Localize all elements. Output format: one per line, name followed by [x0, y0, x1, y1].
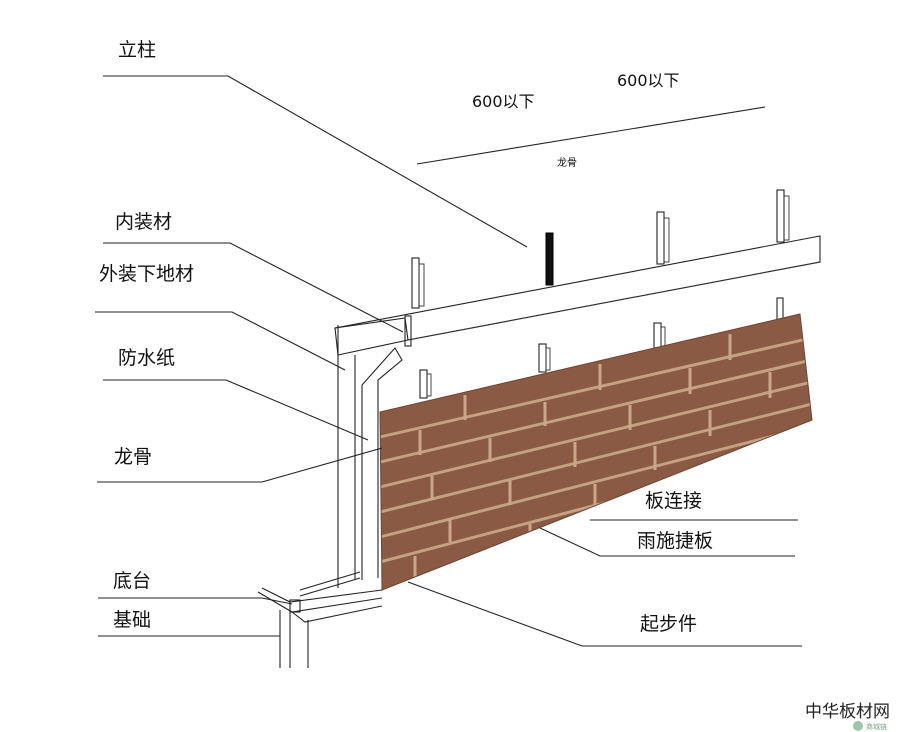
label-spacing-2: 600以下: [617, 71, 680, 90]
label-waterproof-paper: 防水纸: [118, 347, 175, 369]
leader-lines: [95, 75, 802, 647]
furring-strip: [776, 297, 784, 321]
furring-strip: [653, 322, 666, 350]
leader-interior: [103, 242, 404, 333]
label-interior: 内装材: [115, 211, 172, 233]
label-exterior-base: 外装下地材: [99, 263, 194, 285]
label-base-platform: 底台: [113, 570, 151, 592]
stud-post: [411, 257, 425, 309]
stud-post: [656, 211, 670, 265]
leader-exterior-base: [95, 311, 346, 371]
watermark-badge-icon: [853, 721, 863, 731]
spacing-dimension-line: [416, 106, 766, 165]
stud-post: [776, 189, 790, 243]
watermark-badge: 商城链: [866, 722, 887, 731]
watermark: 中华板材网 商城链: [805, 702, 890, 731]
leader-stud: [103, 75, 528, 248]
leader-starter: [407, 581, 802, 647]
starter-and-base: [257, 571, 383, 668]
label-stud: 立柱: [118, 39, 156, 61]
furring-strip: [538, 343, 551, 373]
leader-keel: [97, 447, 383, 483]
upper-studs: [404, 189, 790, 347]
furring-strip: [419, 369, 432, 399]
label-panel-joint: 板连接: [645, 490, 702, 512]
label-starter-piece: 起步件: [640, 613, 697, 635]
label-rain-flashing: 雨施捷板: [637, 530, 713, 552]
waterproof-paper: [361, 347, 403, 580]
watermark-text: 中华板材网: [805, 702, 890, 722]
leader-rain-flashing: [539, 527, 795, 557]
label-spacing-1: 600以下: [472, 92, 535, 111]
stud-post: [545, 232, 554, 286]
brick-siding-panel: [379, 313, 813, 591]
stud-post: [404, 315, 412, 347]
leader-waterproof-paper: [103, 379, 369, 441]
label-keel-top: 龙骨: [557, 156, 577, 169]
label-foundation: 基础: [113, 609, 151, 631]
leader-base-platform: [98, 597, 293, 605]
label-keel: 龙骨: [114, 446, 152, 468]
